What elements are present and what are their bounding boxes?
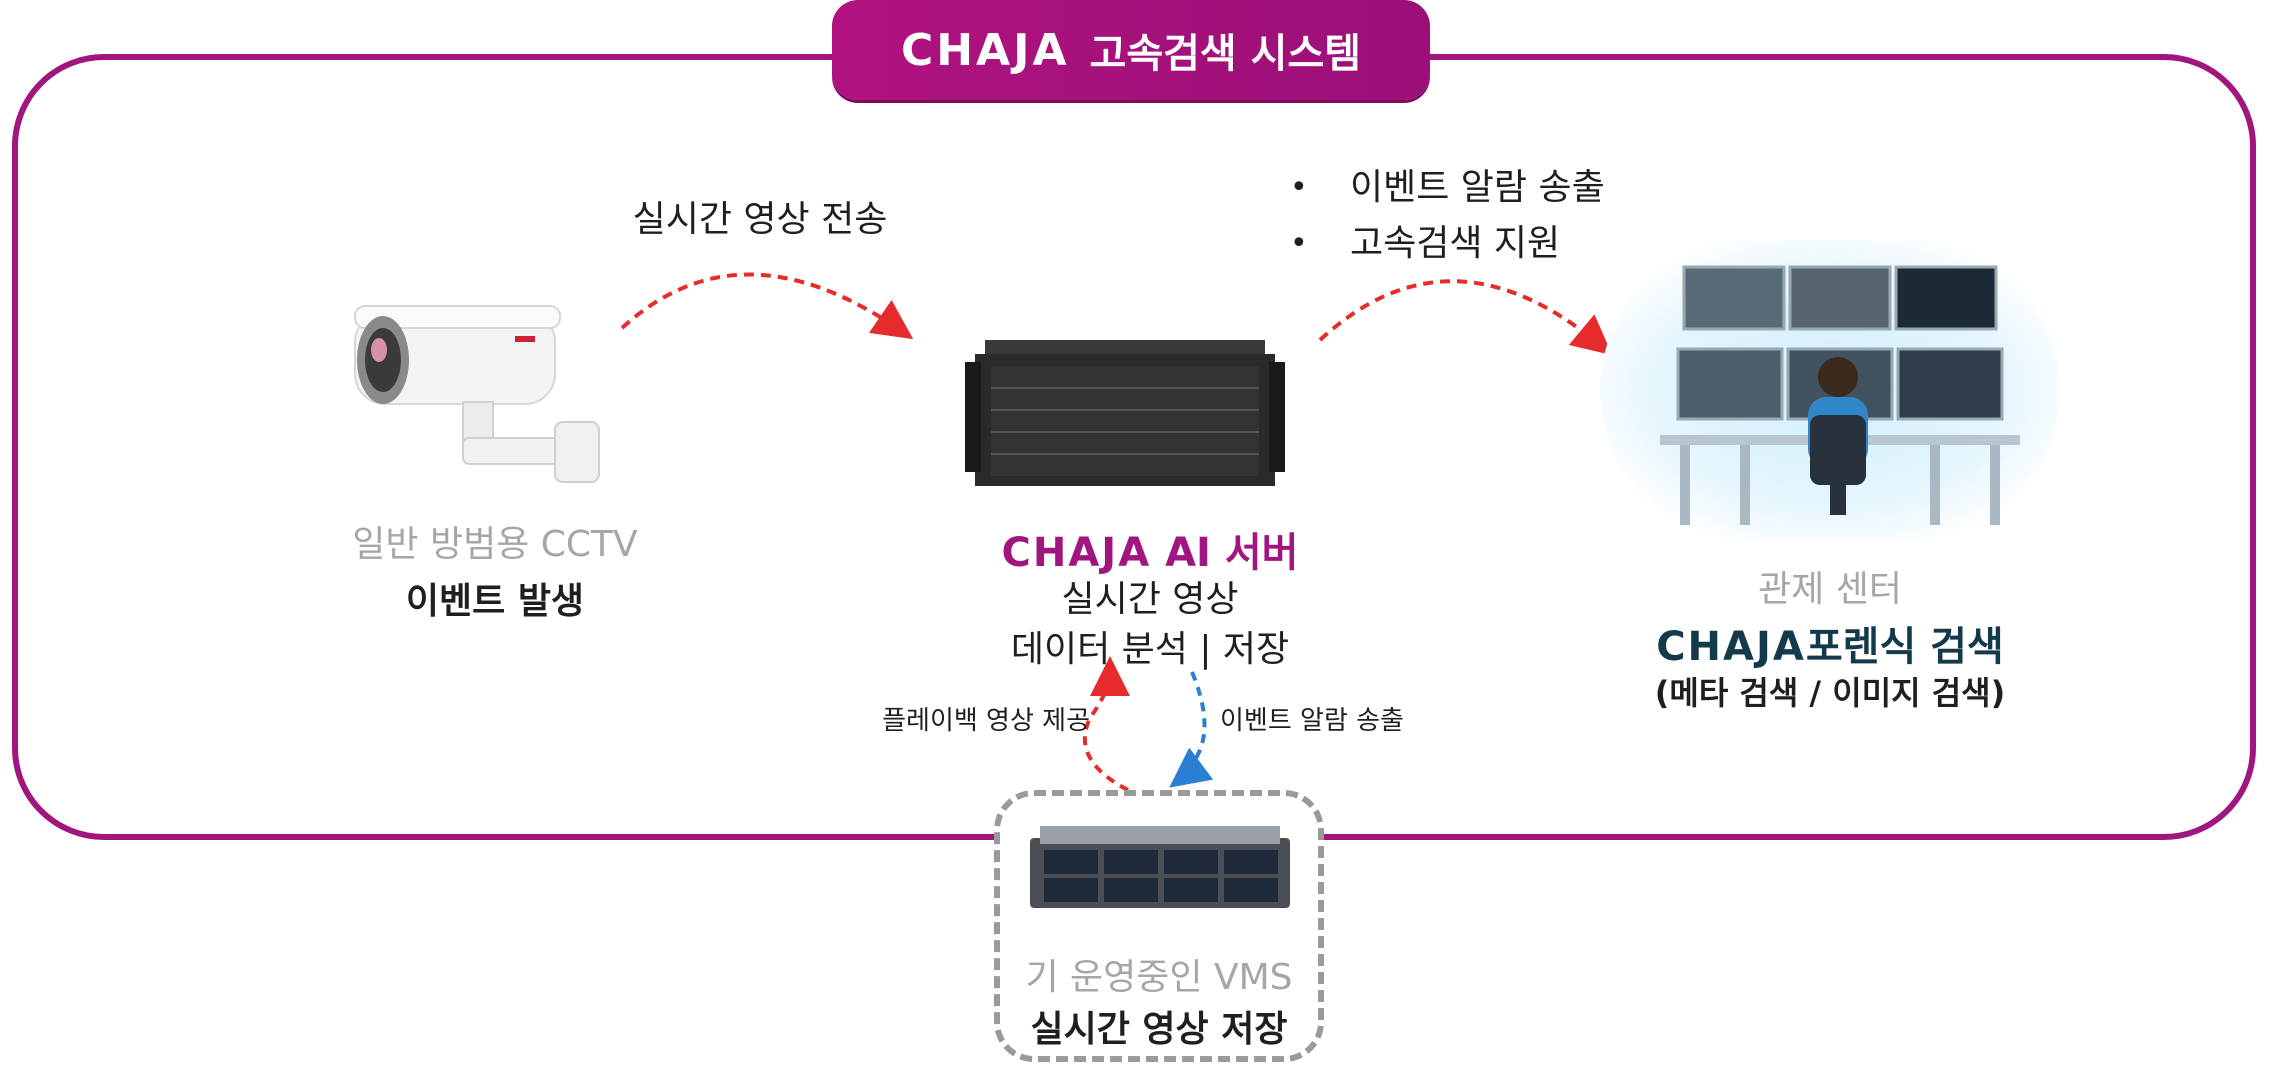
- control-title: CHAJA포렌식 검색: [1640, 614, 2020, 672]
- bullet-item: •고속검색 지원: [1290, 216, 1605, 272]
- vms-server-icon: [1030, 826, 1290, 908]
- control-product: 포렌식 검색: [1805, 624, 2004, 670]
- label-event-alarm: 이벤트 알람 송출: [1220, 706, 1404, 736]
- cctv-camera-icon: [354, 305, 600, 483]
- label-playback: 플레이백 영상 제공: [882, 706, 1090, 736]
- control-brand: CHAJA: [1656, 624, 1806, 670]
- control-name: 관제 센터: [1758, 569, 1902, 610]
- bullet-item: •이벤트 알람 송출: [1290, 160, 1605, 216]
- server-line1: 실시간 영상: [1061, 579, 1239, 620]
- server-name: AI 서버: [1165, 530, 1299, 576]
- arrow-camera-to-server: [620, 272, 914, 340]
- title-tab: CHAJA 고속검색 시스템: [832, 0, 1430, 100]
- control-detail: (메타 검색 / 이미지 검색): [1654, 674, 2006, 712]
- server-title: CHAJA AI 서버: [980, 520, 1320, 578]
- bullet-text: 고속검색 지원: [1350, 223, 1561, 264]
- title-brand: CHAJA: [900, 24, 1070, 76]
- ai-server-icon: [965, 340, 1285, 486]
- bullet-text: 이벤트 알람 송출: [1350, 167, 1605, 208]
- vms-name: 기 운영중인 VMS: [1025, 957, 1293, 998]
- camera-name: 일반 방범용 CCTV: [352, 524, 638, 565]
- arrow-server-to-vms: [1169, 671, 1214, 788]
- control-center-icon: [1660, 265, 2020, 525]
- camera-caption: 이벤트 발생: [405, 581, 585, 622]
- server-line2: 데이터 분석 | 저장: [1010, 629, 1290, 670]
- vms-caption: 실시간 영상 저장: [1030, 1009, 1288, 1050]
- arrow-server-to-control: [1318, 279, 1613, 356]
- arrow-vms-to-server: [1082, 656, 1130, 792]
- server-brand: CHAJA: [1001, 530, 1152, 576]
- title-text: 고속검색 시스템: [1089, 31, 1362, 77]
- label-realtime-transfer: 실시간 영상 전송: [632, 199, 888, 240]
- bullet-list: •이벤트 알람 송출 •고속검색 지원: [1290, 160, 1605, 272]
